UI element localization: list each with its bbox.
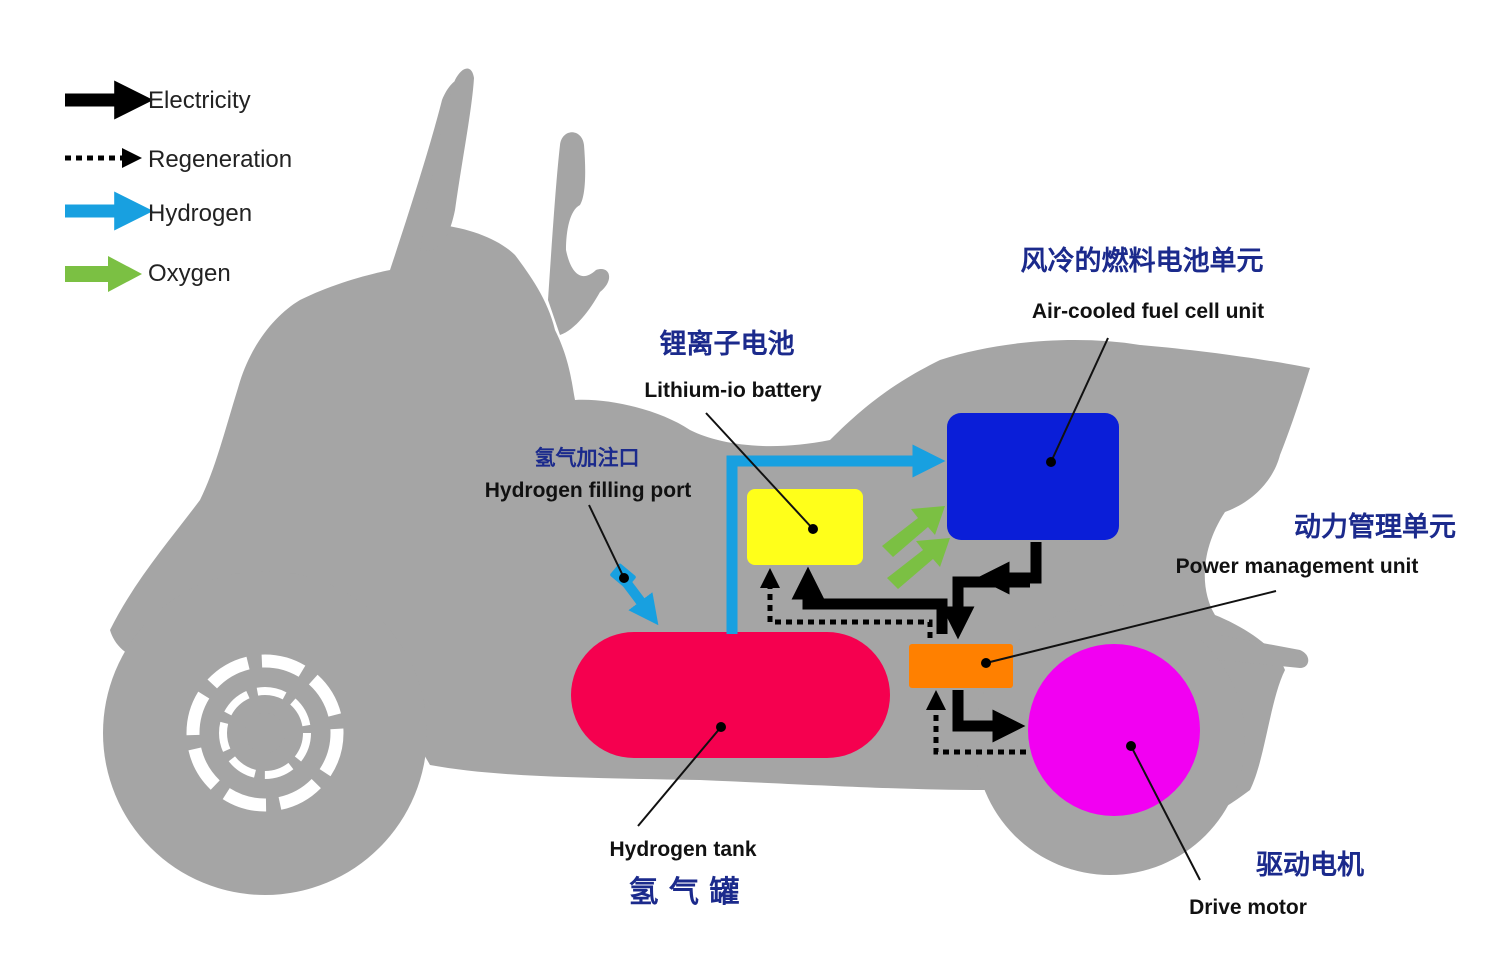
regeneration-pmu-to-battery (760, 568, 933, 638)
hydrogen-tank-shape (571, 632, 890, 758)
regeneration-motor-to-pmu (926, 690, 1026, 755)
electricity-fuelcell-to-pmu-outer (941, 576, 1030, 640)
tank-label-en: Hydrogen tank (609, 838, 756, 861)
oxygen-flow-arrows (882, 506, 950, 589)
leader-filling-port (588, 504, 625, 579)
legend-item-hydrogen: Hydrogen (65, 191, 252, 231)
component-labels: 风冷的燃料电池单元 Air-cooled fuel cell unit 锂离子电… (485, 245, 1456, 919)
legend-oxygen-label: Oxygen (148, 260, 231, 287)
rear-rack-shape (1220, 635, 1309, 668)
tank-dot (716, 722, 726, 732)
legend-item-regeneration: Regeneration (65, 146, 292, 173)
tank-label-zh: 氢 气 罐 (629, 875, 740, 910)
battery-label-en: Lithium-io battery (644, 379, 822, 402)
legend-item-electricity: Electricity (65, 80, 251, 120)
electricity-flows (791, 542, 1042, 743)
electricity-pmu-to-motor (952, 690, 1026, 743)
fuel-cell-label-zh: 风冷的燃料电池单元 (1021, 245, 1264, 277)
pmu-dot (981, 658, 991, 668)
motor-label-en: Drive motor (1189, 896, 1307, 919)
fuel-cell-label-en: Air-cooled fuel cell unit (1032, 300, 1264, 323)
legend-item-oxygen: Oxygen (65, 256, 231, 292)
electricity-pmu-to-battery (791, 566, 948, 634)
legend-electricity-label: Electricity (148, 87, 251, 114)
oxygen-arrow-lower (887, 538, 950, 589)
power-management-unit-box (909, 644, 1013, 688)
filling-port-label-zh: 氢气加注口 (535, 445, 640, 470)
front-wheel-rim (186, 654, 344, 812)
filling-port-dot (619, 573, 629, 583)
legend-oxygen-icon (65, 256, 142, 292)
motor-label-zh: 驱动电机 (1256, 850, 1364, 881)
front-wheel-hub (245, 713, 285, 753)
pmu-label-en: Power management unit (1176, 555, 1419, 578)
windshield-shape (420, 68, 474, 251)
fuel-cell-unit-box (947, 413, 1119, 540)
hydrogen-flow-arrow (726, 444, 946, 634)
legend-hydrogen-label: Hydrogen (148, 200, 252, 227)
leader-motor (1130, 745, 1201, 881)
fuel-cell-dot (1046, 457, 1056, 467)
leader-lines (588, 337, 1277, 881)
leader-dots (619, 457, 1136, 751)
mirror-stem-shape (548, 132, 610, 335)
motor-dot (1126, 741, 1136, 751)
lithium-battery-box (747, 489, 863, 565)
legend: Electricity Regeneration Hydrogen Oxygen (65, 80, 292, 292)
battery-dot (808, 524, 818, 534)
leader-battery (705, 412, 814, 530)
leader-fuel-cell (1050, 337, 1109, 463)
regeneration-flows (760, 568, 1026, 755)
pmu-label-zh: 动力管理单元 (1294, 512, 1456, 543)
drive-motor-shape (1028, 644, 1200, 816)
legend-regeneration-label: Regeneration (148, 146, 292, 173)
oxygen-arrow-upper (882, 506, 945, 557)
leader-tank (637, 726, 722, 827)
filling-port-label-en: Hydrogen filling port (485, 479, 691, 502)
battery-label-zh: 锂离子电池 (660, 328, 795, 360)
leader-pmu (985, 590, 1277, 664)
